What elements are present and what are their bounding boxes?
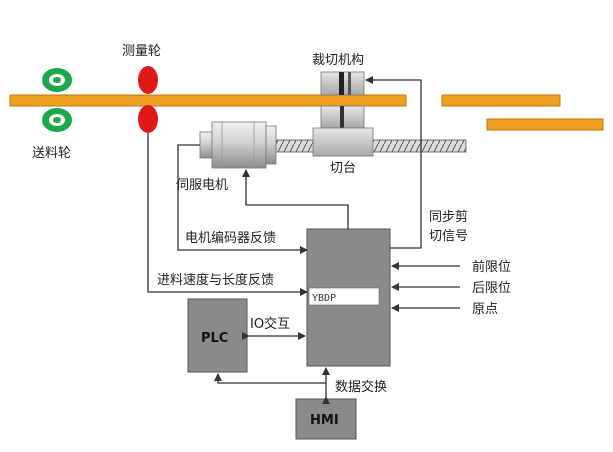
front-limit-label: 前限位 <box>472 259 511 275</box>
sync-cut-signal-label-1: 同步剪 <box>429 209 468 225</box>
encoder-feedback-line <box>177 144 308 254</box>
hmi-plc-data-line <box>214 373 326 384</box>
cutter-blade-icon <box>320 71 365 96</box>
encoder-feedback-label: 电机编码器反馈 <box>185 231 276 246</box>
feed-feedback-line <box>147 133 308 296</box>
servo-motor-label: 伺服电机 <box>176 178 228 193</box>
cutting-mechanism-label: 裁切机构 <box>312 52 364 68</box>
sync-cut-signal-label-2: 切信号 <box>429 229 468 244</box>
ybdp-label: YBDP <box>312 293 336 304</box>
servo-motor-icon <box>199 121 277 169</box>
measure-wheel-label: 测量轮 <box>122 44 161 59</box>
plc-label: PLC <box>201 331 228 346</box>
material-strip <box>9 94 604 131</box>
cutting-table-label: 切台 <box>330 161 356 176</box>
io-exchange-label: IO交互 <box>250 316 290 332</box>
origin-label: 原点 <box>472 302 498 317</box>
hmi-label: HMI <box>310 413 339 428</box>
measure-wheel-top-icon <box>138 66 158 94</box>
feed-roller-label: 送料轮 <box>32 146 71 161</box>
rear-limit-label: 后限位 <box>472 281 511 296</box>
sync-cut-signal-line <box>365 76 422 249</box>
feed-roller-top-icon <box>42 68 72 92</box>
measure-wheel-bottom-icon <box>138 105 158 133</box>
hmi-block <box>295 398 357 440</box>
feed-roller-bottom-icon <box>42 108 72 132</box>
servo-drive-line <box>242 169 349 229</box>
plc-block <box>187 298 248 373</box>
data-exchange-label: 数据交换 <box>335 379 387 395</box>
ybdp-label-plate <box>308 287 380 306</box>
cutting-table-icon <box>312 105 374 157</box>
feed-feedback-label: 进料速度与长度反馈 <box>157 272 274 288</box>
